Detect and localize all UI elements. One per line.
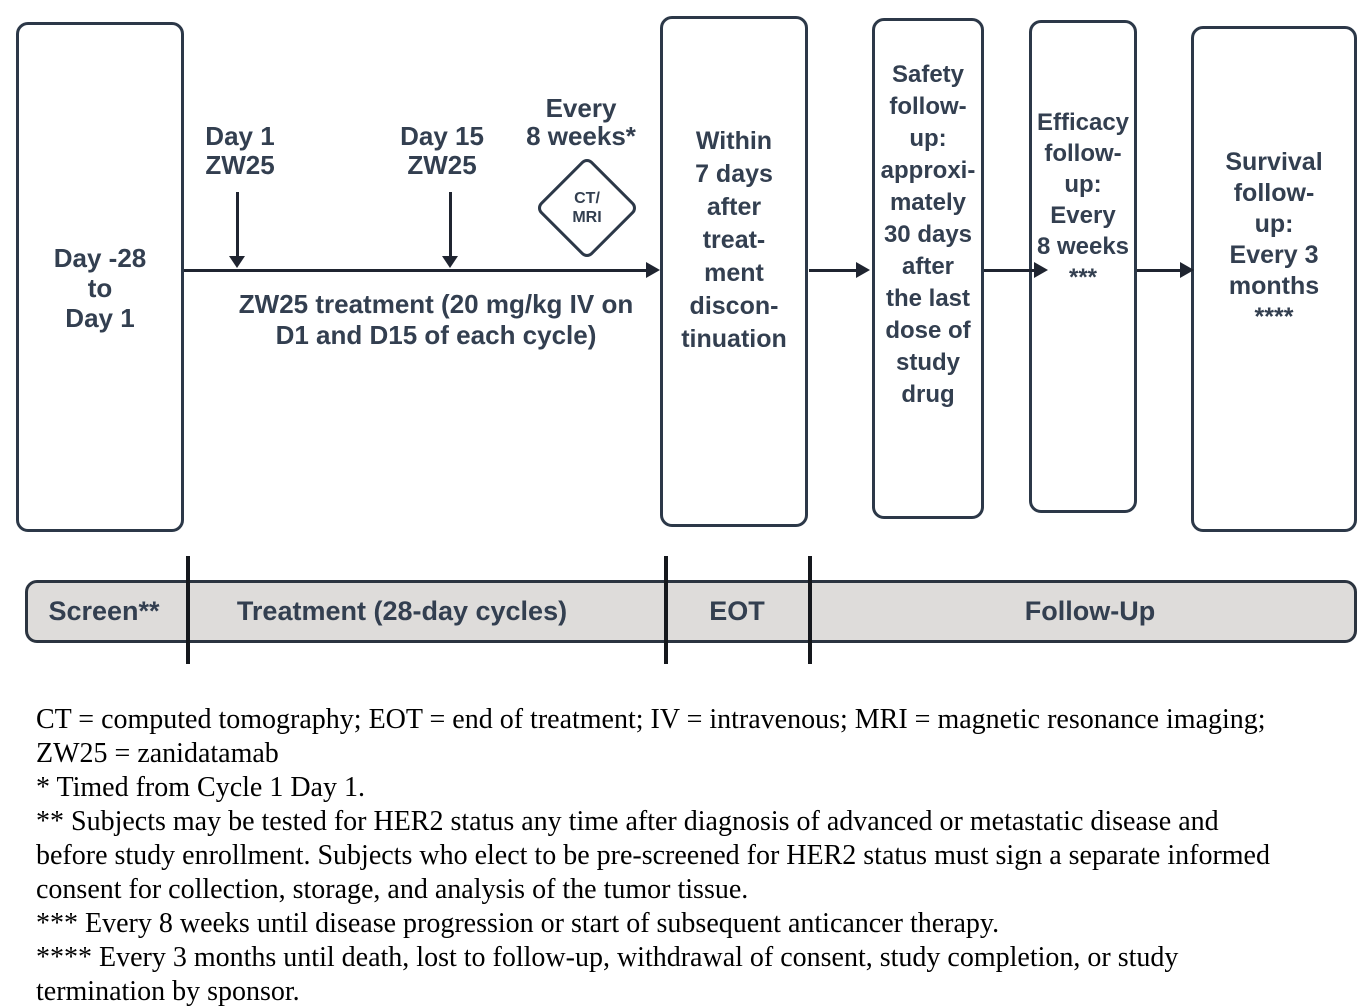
eot-window-text: Within 7 days after treat-ment discon-tinuat… — [663, 125, 805, 356]
efficacy-to-survival-line — [1137, 269, 1184, 272]
text-line: tinuation — [681, 325, 787, 353]
phase-divider-tick-screen-treatment — [186, 556, 190, 664]
text-line: ZW25 treatment (20 mg/kg IV on — [238, 289, 634, 319]
text-line: Every — [1050, 202, 1116, 229]
text-line: * Timed from Cycle 1 Day 1. — [36, 772, 365, 803]
text-line: ZW25 — [205, 150, 275, 180]
efficacy-to-survival-arrowhead-icon — [1180, 262, 1194, 278]
text-line: after — [901, 253, 955, 280]
treatment-timeline-line — [184, 269, 648, 272]
safety-to-efficacy-arrowhead-icon — [1034, 262, 1048, 278]
text-line: months — [1228, 272, 1320, 300]
text-line: up: — [1064, 171, 1102, 198]
ct-mri-diamond-text: CT/MRI — [553, 189, 621, 227]
eot-to-safety-arrowhead-icon — [856, 262, 870, 278]
text-line: **** Every 3 months until death, lost to… — [36, 942, 1179, 973]
text-line: drug — [901, 381, 955, 408]
text-line: Every 3 — [1229, 241, 1319, 269]
day15-dose-arrowhead-icon — [442, 256, 458, 268]
safety-followup-text: Safety follow-up: approxi-mately 30 days aft… — [875, 59, 981, 411]
day1-dose-arrow-line — [236, 192, 239, 258]
treatment-timeline-arrowhead-icon — [646, 262, 660, 278]
text-line: Safety — [891, 61, 965, 88]
text-line: treat- — [702, 226, 766, 254]
phase-label-followup: Follow-Up — [1024, 596, 1156, 626]
text-line: ZW25 = zanidatamab — [36, 738, 279, 769]
day15-dose-arrow-line — [449, 192, 452, 258]
phase-label-eot: EOT — [709, 596, 765, 626]
text-line: Day 15 — [400, 121, 484, 151]
text-line: Every — [545, 93, 617, 123]
text-line: follow- — [1233, 179, 1315, 207]
survival-followup-box: Survival follow-up: Every 3 months **** — [1191, 26, 1357, 532]
safety-to-efficacy-line — [984, 269, 1036, 272]
text-line: MRI — [572, 209, 602, 226]
survival-followup-text: Survival follow-up: Every 3 months **** — [1194, 147, 1354, 333]
text-line: ZW25 — [407, 150, 477, 180]
ct-mri-diamond: CT/MRI — [534, 155, 640, 261]
phase-label-screen: Screen** — [48, 596, 160, 626]
text-line: 8 weeks — [1036, 233, 1130, 260]
text-line: *** Every 8 weeks until disease progress… — [36, 908, 1000, 939]
day1-dose-arrowhead-icon — [229, 256, 245, 268]
phase-label-treatment: Treatment (28-day cycles) — [236, 596, 568, 626]
text-line: to — [87, 273, 113, 303]
text-line: Survival — [1225, 148, 1323, 176]
text-line: termination by sponsor. — [36, 976, 300, 1007]
phase-divider-tick-eot-followup — [808, 556, 812, 664]
text-line: ** Subjects may be tested for HER2 statu… — [36, 806, 1219, 837]
efficacy-followup-text: Efficacy follow-up: Every 8 weeks *** — [1032, 107, 1134, 293]
text-line: before study enrollment. Subjects who el… — [36, 840, 1270, 871]
text-line: up: — [909, 125, 947, 152]
text-line: Within — [695, 127, 773, 155]
eot-to-safety-line — [809, 269, 859, 272]
text-line: **** — [1254, 303, 1294, 331]
phase-bar — [25, 580, 1357, 643]
text-line: CT = computed tomography; EOT = end of t… — [36, 704, 1266, 735]
efficacy-followup-box: Efficacy follow-up: Every 8 weeks *** — [1029, 20, 1137, 513]
text-line: 30 days — [883, 221, 973, 248]
text-line: up: — [1254, 210, 1294, 238]
text-line: discon- — [689, 292, 779, 320]
safety-followup-box: Safety follow-up: approxi-mately 30 days aft… — [872, 18, 984, 519]
text-line: ment — [704, 259, 764, 287]
text-line: study — [895, 349, 960, 376]
text-line: the last — [885, 285, 971, 312]
text-line: CT/ — [574, 190, 600, 207]
text-line: Day -28 — [53, 243, 147, 273]
eot-window-box: Within 7 days after treat-ment discon-tinuat… — [660, 16, 808, 527]
text-line: D1 and D15 of each cycle) — [275, 320, 597, 350]
text-line: Efficacy — [1036, 109, 1130, 136]
text-line: 7 days — [695, 160, 773, 188]
text-line: dose of — [885, 317, 971, 344]
footnotes: CT = computed tomography; EOT = end of t… — [36, 703, 1366, 1008]
text-line: after — [706, 193, 762, 221]
text-line: Day 1 — [65, 303, 135, 333]
text-line: follow- — [889, 93, 967, 120]
text-line: *** — [1068, 264, 1098, 291]
text-line: approxi- — [880, 157, 976, 184]
text-line: Day 1 — [205, 121, 275, 151]
text-line: 8 weeks* — [526, 121, 636, 151]
text-line: follow- — [1044, 140, 1122, 167]
text-line: mately — [889, 189, 967, 216]
phase-divider-tick-treatment-eot — [664, 556, 668, 664]
text-line: consent for collection, storage, and ana… — [36, 874, 749, 905]
